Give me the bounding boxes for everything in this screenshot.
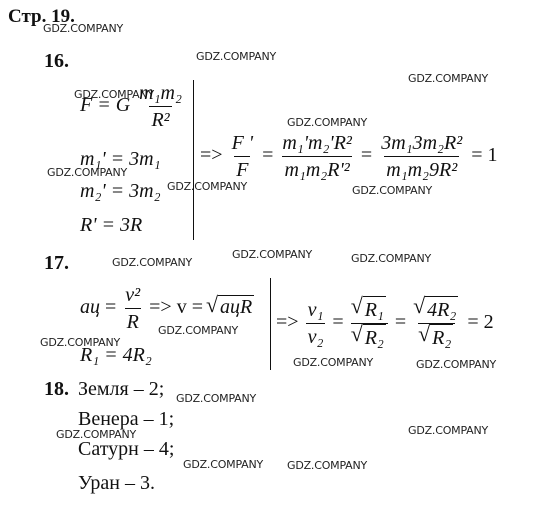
watermark: GDZ.COMPANY bbox=[352, 184, 433, 197]
watermark: GDZ.COMPANY bbox=[40, 336, 121, 349]
watermark: GDZ.COMPANY bbox=[74, 88, 155, 101]
watermark: GDZ.COMPANY bbox=[158, 324, 239, 337]
watermark: GDZ.COMPANY bbox=[408, 424, 489, 437]
centripetal-formula: aц = v²R => v = aцR bbox=[80, 282, 255, 335]
problem-16-number: 16. bbox=[44, 50, 69, 72]
watermark: GDZ.COMPANY bbox=[183, 458, 264, 471]
watermark: GDZ.COMPANY bbox=[232, 248, 313, 261]
watermark: GDZ.COMPANY bbox=[287, 116, 368, 129]
problem-18-number: 18. bbox=[44, 378, 69, 400]
watermark: GDZ.COMPANY bbox=[56, 428, 137, 441]
watermark: GDZ.COMPANY bbox=[416, 358, 497, 371]
problem-17-number: 17. bbox=[44, 252, 69, 274]
page-header: Стр. 19. bbox=[8, 6, 75, 27]
planet-item-earth: Земля – 2; bbox=[78, 378, 165, 400]
planet-item-saturn: Сатурн – 4; bbox=[78, 438, 175, 460]
watermark: GDZ.COMPANY bbox=[176, 392, 257, 405]
watermark: GDZ.COMPANY bbox=[43, 22, 124, 35]
radius-relation: R₁ = 4R₂ bbox=[80, 344, 152, 366]
watermark: GDZ.COMPANY bbox=[287, 459, 368, 472]
watermark: GDZ.COMPANY bbox=[408, 72, 489, 85]
watermark: GDZ.COMPANY bbox=[112, 256, 193, 269]
divider-line bbox=[270, 278, 271, 370]
radius-condition: R' = 3R bbox=[80, 214, 143, 236]
planet-item-venus: Венера – 1; bbox=[78, 408, 175, 430]
mass1-condition: m₁' = 3m₁ bbox=[80, 148, 161, 170]
watermark: GDZ.COMPANY bbox=[351, 252, 432, 265]
watermark: GDZ.COMPANY bbox=[167, 180, 248, 193]
watermark: GDZ.COMPANY bbox=[293, 356, 374, 369]
divider-line bbox=[193, 80, 194, 240]
mass2-condition: m₂' = 3m₂ bbox=[80, 180, 161, 202]
watermark: GDZ.COMPANY bbox=[47, 166, 128, 179]
watermark: GDZ.COMPANY bbox=[196, 50, 277, 63]
planet-item-uranus: Уран – 3. bbox=[78, 472, 155, 494]
